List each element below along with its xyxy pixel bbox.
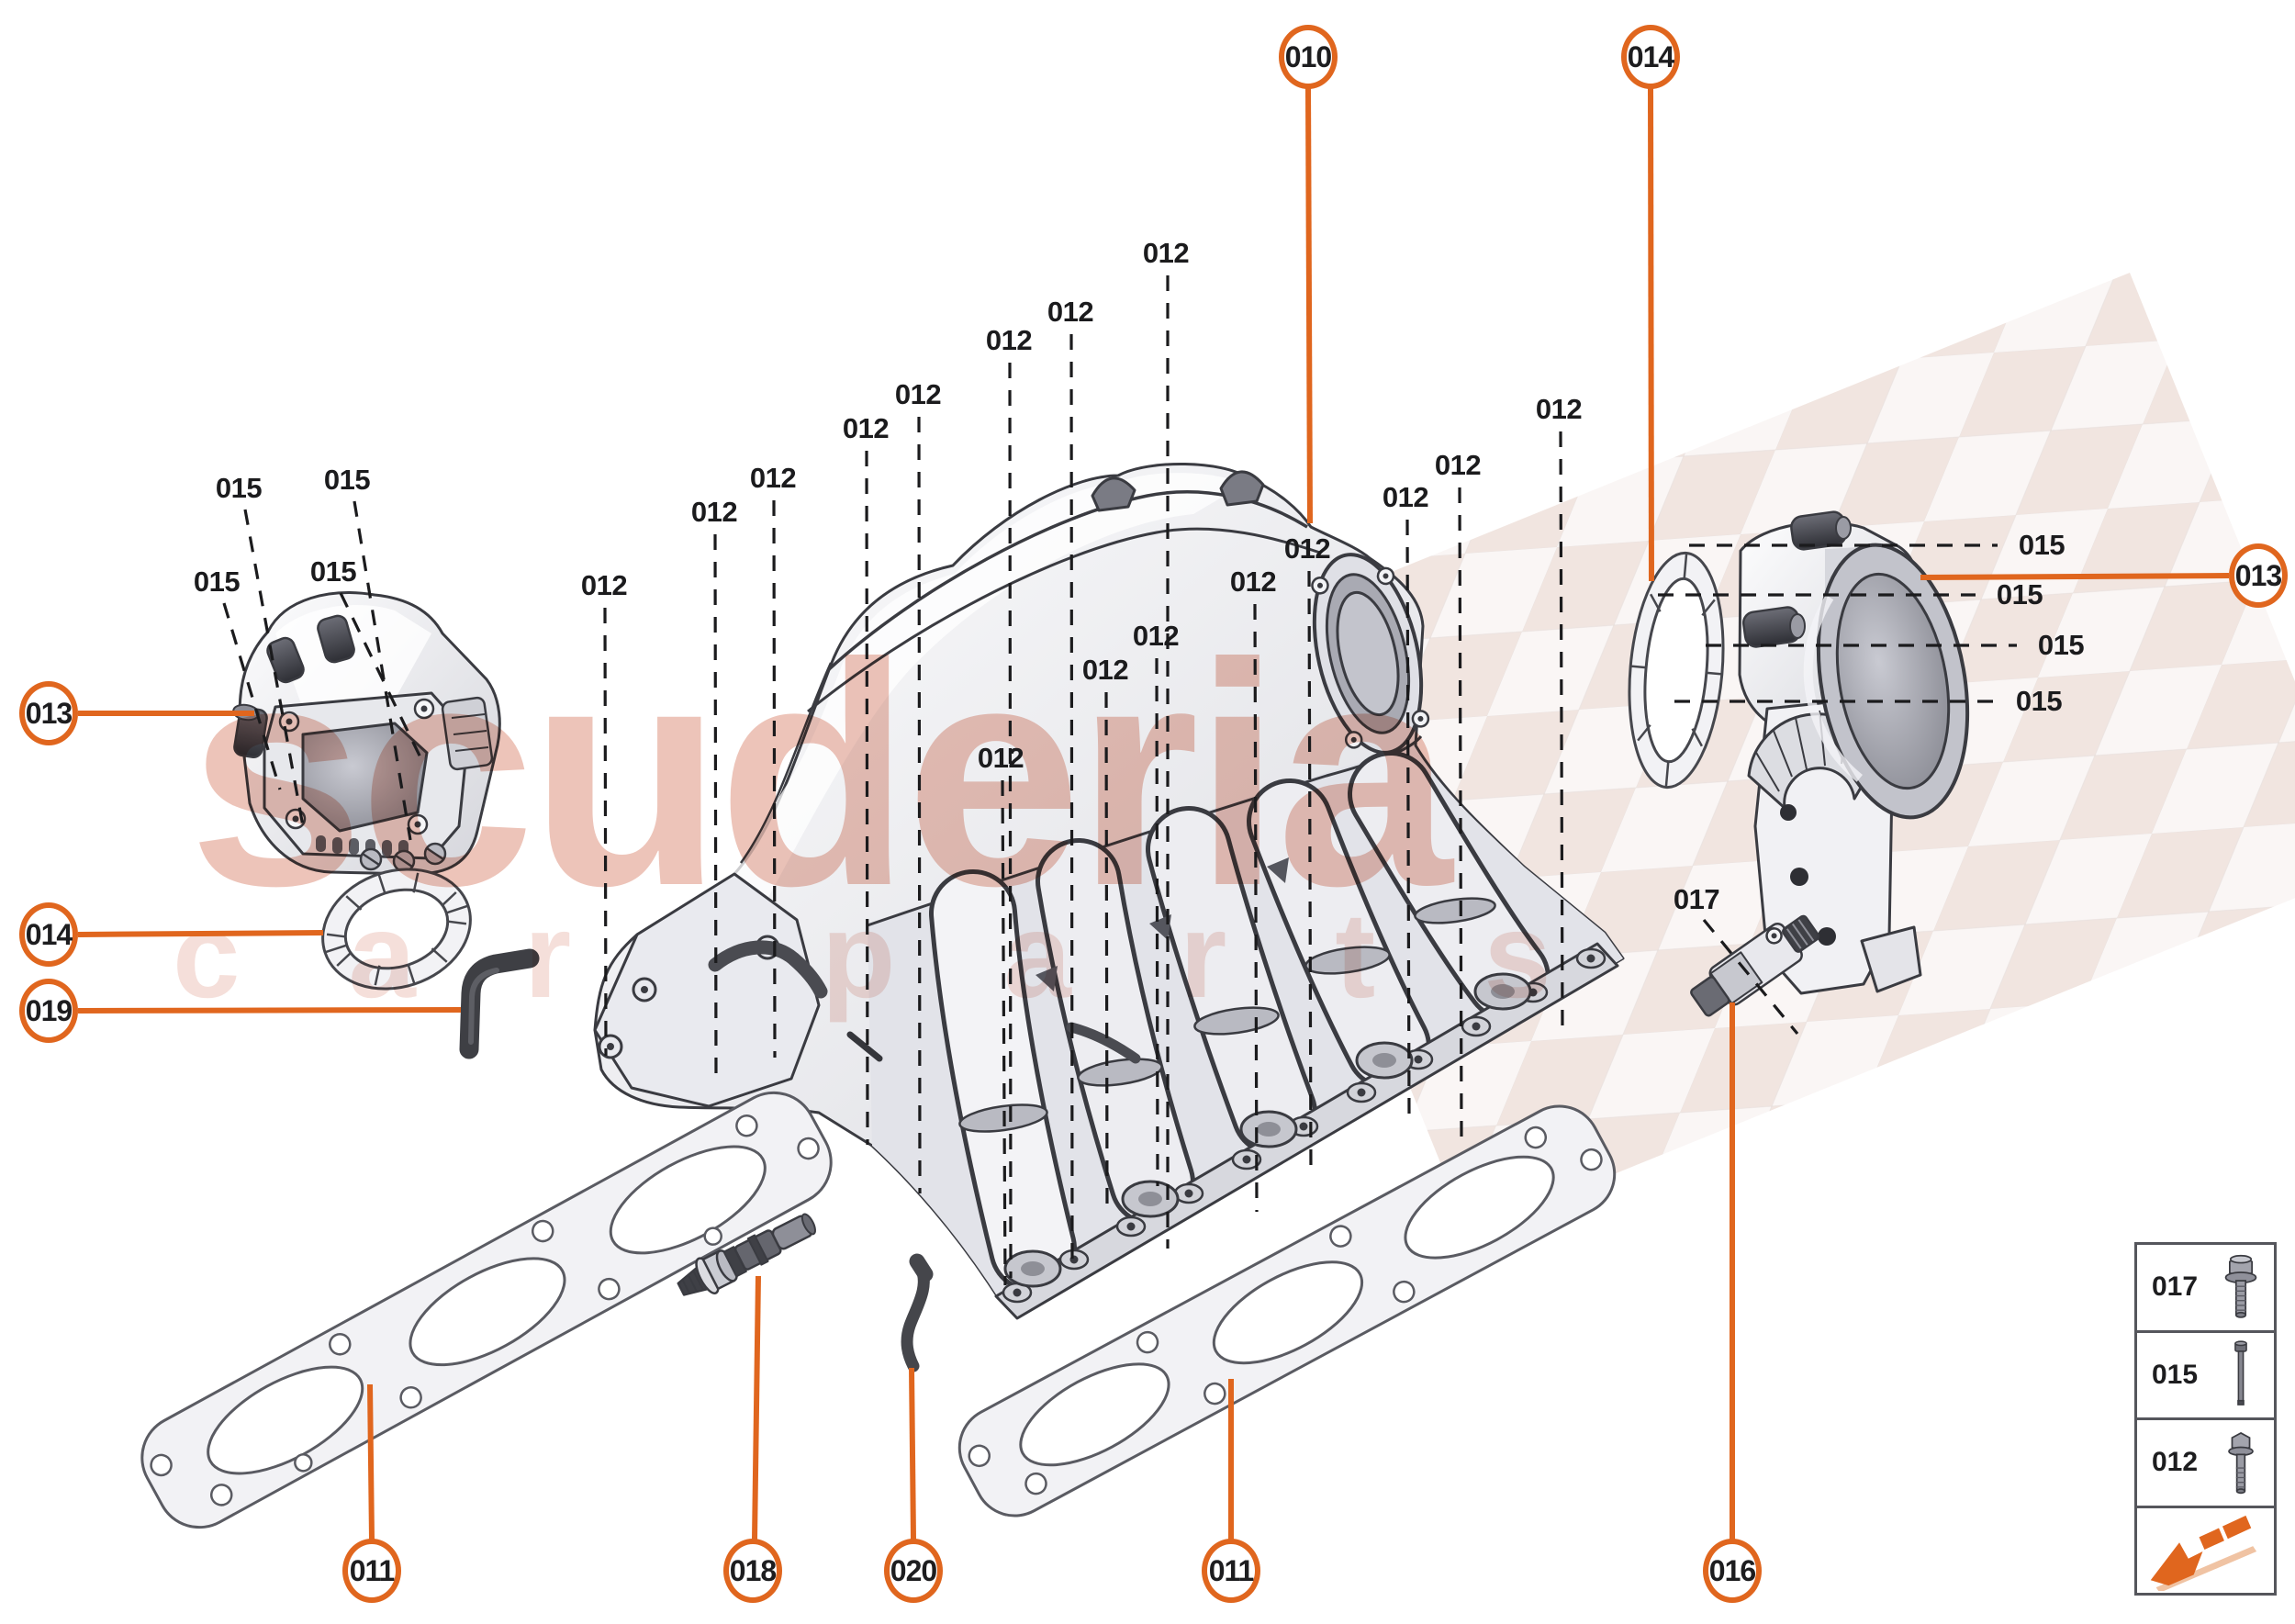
callout-bubble-011[interactable]: 011 <box>342 1539 401 1603</box>
leader-line-012-15 <box>1001 779 1007 1286</box>
part-number-label-012: 012 <box>1081 654 1129 686</box>
legend-label: 012 <box>2152 1447 2199 1478</box>
part-number-label-012: 012 <box>1283 532 1331 565</box>
leader-line-015-18 <box>339 592 422 758</box>
legend-row-012: 012 <box>2137 1420 2274 1508</box>
leader-line-012-11 <box>1307 570 1313 1178</box>
leader-line-012-13 <box>1155 657 1159 1187</box>
leader-line-012-6 <box>713 533 718 1084</box>
leader-line-012-10 <box>1405 519 1411 1120</box>
part-number-label-017: 017 <box>1673 883 1720 915</box>
left-throttle-body-illustration <box>232 591 501 876</box>
elbow-hose-illustration <box>459 948 540 1059</box>
part-number-label-012: 012 <box>977 742 1024 774</box>
callout-bubble-014[interactable]: 014 <box>1621 25 1680 89</box>
leader-line-012-12 <box>1253 603 1259 1213</box>
legend-label: 017 <box>2152 1271 2199 1303</box>
callout-bubble-014[interactable]: 014 <box>19 902 78 967</box>
part-number-label-012: 012 <box>842 412 890 444</box>
leader-line-015-16 <box>243 509 305 827</box>
part-number-label-015: 015 <box>2037 629 2085 661</box>
part-number-label-012: 012 <box>1434 449 1482 481</box>
scuderia-arrow-logo <box>2150 1515 2257 1591</box>
legend-row-015: 015 <box>2137 1333 2274 1420</box>
callout-bubble-019[interactable]: 019 <box>19 979 78 1043</box>
stud-bolt-icon <box>2234 1340 2247 1406</box>
callout-bubble-011[interactable]: 011 <box>1202 1539 1260 1603</box>
leader-line-012-5 <box>772 499 777 1058</box>
leader-line-012-4 <box>865 450 869 1146</box>
callout-line-010 <box>1305 86 1313 524</box>
leader-line-012-2 <box>1008 362 1013 1279</box>
part-number-label-012: 012 <box>894 378 942 410</box>
part-number-label-012: 012 <box>1047 296 1094 328</box>
part-number-label-012: 012 <box>1132 620 1180 652</box>
part-number-label-012: 012 <box>1142 237 1190 269</box>
gasket-ring-left <box>321 868 472 991</box>
part-number-label-015: 015 <box>2018 529 2066 561</box>
callout-line-013 <box>1920 573 2230 580</box>
legend-label: 015 <box>2152 1359 2199 1390</box>
callout-bubble-016[interactable]: 016 <box>1703 1539 1762 1603</box>
breather-hose-illustration <box>901 1253 934 1372</box>
callout-line-014 <box>77 930 324 937</box>
leader-line-012-14 <box>1104 691 1109 1215</box>
callout-line-019 <box>77 1007 462 1014</box>
right-throttle-body-illustration <box>1738 510 1970 995</box>
leader-line-012-1 <box>1069 333 1074 1266</box>
part-number-label-012: 012 <box>580 569 628 601</box>
callout-bubble-020[interactable]: 020 <box>884 1539 943 1603</box>
leader-line-015-19 <box>222 602 282 790</box>
leader-line-017-24 <box>1702 918 1799 1036</box>
part-number-label-012: 012 <box>1382 481 1429 513</box>
callout-line-020 <box>909 1367 916 1540</box>
callout-bubble-010[interactable]: 010 <box>1279 25 1338 89</box>
part-number-label-012: 012 <box>1229 566 1277 598</box>
callout-line-011 <box>367 1383 375 1540</box>
throttle-flange <box>1311 553 1430 755</box>
part-number-label-012: 012 <box>1535 393 1583 425</box>
injector-valve-illustration <box>677 1213 816 1296</box>
leader-line-012-3 <box>917 416 922 1194</box>
legend-logo-cell <box>2137 1508 2274 1594</box>
intake-gasket-right <box>957 1104 1617 1518</box>
leader-line-015-17 <box>353 500 412 841</box>
part-number-label-015: 015 <box>2015 685 2063 717</box>
part-number-label-015: 015 <box>193 566 241 598</box>
vacuum-hose-illustration <box>708 940 1141 1064</box>
flange-bolt-icon <box>2224 1255 2257 1319</box>
callout-bubble-018[interactable]: 018 <box>723 1539 782 1603</box>
part-number-label-015: 015 <box>309 555 357 588</box>
callout-bubble-013[interactable]: 013 <box>2229 543 2288 608</box>
callout-line-018 <box>752 1275 761 1540</box>
inlet-stub <box>232 703 268 758</box>
callout-bubble-013[interactable]: 013 <box>19 681 78 745</box>
leader-line-012-9 <box>1458 487 1463 1141</box>
hex-bolt-icon <box>2228 1432 2254 1495</box>
leader-line-012-7 <box>603 607 608 1057</box>
part-number-label-015: 015 <box>1996 578 2043 610</box>
part-number-label-015: 015 <box>323 464 371 496</box>
legend-row-017: 017 <box>2137 1245 2274 1333</box>
legend-table: 017 015 <box>2134 1242 2277 1596</box>
intake-gasket-left <box>140 1091 833 1529</box>
part-number-label-015: 015 <box>215 472 263 504</box>
intake-manifold-illustration <box>593 462 1625 1320</box>
map-sensor-illustration <box>1690 914 1820 1017</box>
part-number-label-012: 012 <box>749 462 797 494</box>
part-number-label-012: 012 <box>690 496 738 528</box>
leader-line-012-8 <box>1559 431 1564 1036</box>
part-number-label-012: 012 <box>985 324 1033 356</box>
gasket-ring-right <box>1628 551 1725 790</box>
